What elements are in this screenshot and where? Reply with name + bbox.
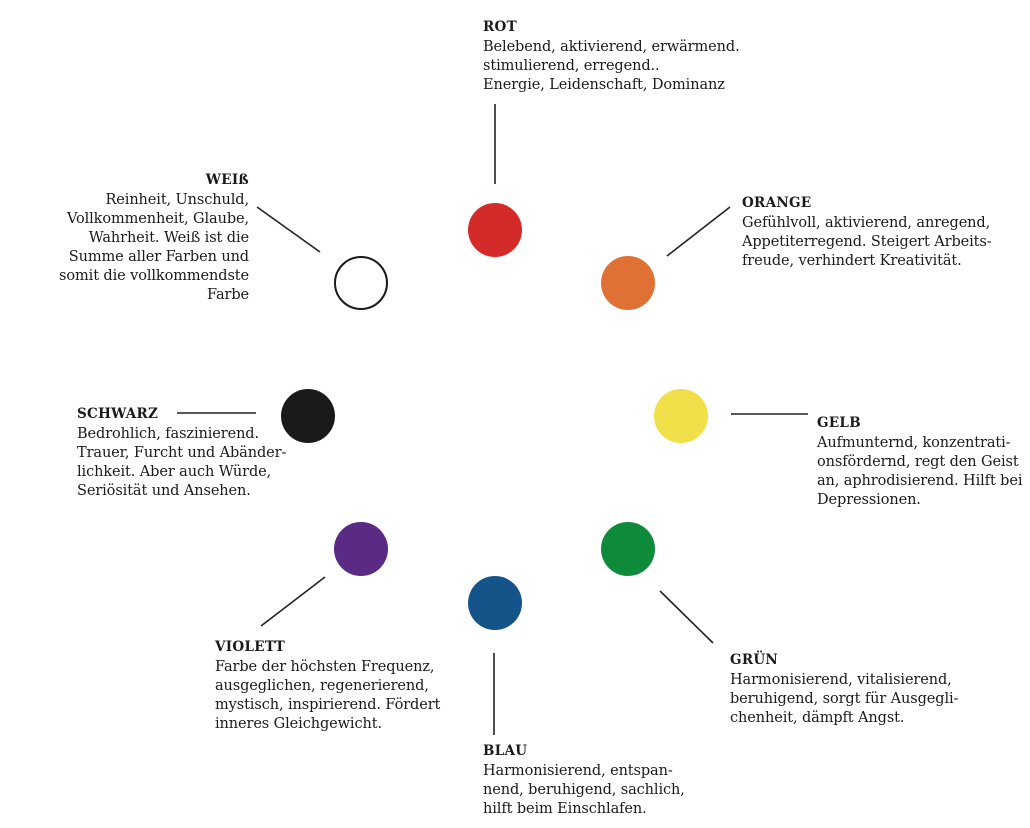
label-orange-line: freude, verhindert Kreativität. <box>742 253 962 269</box>
label-rot-title: ROT <box>483 19 517 35</box>
color-dot-orange <box>601 256 655 310</box>
label-violett: VIOLETT Farbe der höchsten Frequenz, aus… <box>215 638 440 734</box>
label-violett-line: Farbe der höchsten Frequenz, <box>215 659 435 675</box>
color-dot-gruen <box>601 522 655 576</box>
label-blau-line: hilft beim Einschlafen. <box>483 801 647 817</box>
color-dot-rot <box>468 203 522 257</box>
label-violett-title: VIOLETT <box>215 639 286 655</box>
label-gruen-line: Harmonisierend, vitalisierend, <box>730 672 952 688</box>
label-weiss-line: somit die vollkommendste <box>59 268 249 284</box>
connector-orange <box>666 206 731 257</box>
label-schwarz-line: Trauer, Furcht und Abänder- <box>77 445 287 461</box>
label-schwarz-title: SCHWARZ <box>77 406 159 422</box>
label-weiss-line: Summe aller Farben und <box>68 249 249 265</box>
connector-violett <box>260 576 326 627</box>
label-weiss-line: Reinheit, Unschuld, <box>105 192 249 208</box>
label-orange-title: ORANGE <box>742 195 812 211</box>
color-dot-blau <box>468 576 522 630</box>
connector-gruen <box>659 590 714 644</box>
label-orange-line: Appetiterregend. Steigert Arbeits- <box>742 234 992 250</box>
label-gelb-line: Aufmunternd, konzentrati- <box>817 435 1011 451</box>
label-orange-line: Gefühlvoll, aktivierend, anregend, <box>742 215 991 231</box>
label-blau-line: Harmonisierend, entspan- <box>483 763 673 779</box>
label-gelb-line: Depressionen. <box>817 492 921 508</box>
label-rot: ROT Belebend, aktivierend, erwärmend. st… <box>483 18 740 95</box>
label-gelb-title: GELB <box>817 415 861 431</box>
label-violett-line: inneres Gleichgewicht. <box>215 716 382 732</box>
label-gruen-line: beruhigend, sorgt für Ausgegli- <box>730 691 959 707</box>
label-gelb-line: an, aphrodisierend. Hilft bei <box>817 473 1023 489</box>
label-blau-title: BLAU <box>483 743 528 759</box>
label-schwarz-line: Seriösität und Ansehen. <box>77 483 251 499</box>
label-gelb: GELB Aufmunternd, konzentrati- onsförder… <box>817 414 1022 510</box>
label-gelb-line: onsfördernd, regt den Geist <box>817 454 1019 470</box>
label-blau: BLAU Harmonisierend, entspan- nend, beru… <box>483 742 685 819</box>
label-weiss-line: Vollkommenheit, Glaube, <box>66 211 249 227</box>
label-weiss-title: WEIß <box>205 172 249 188</box>
label-schwarz: SCHWARZ Bedrohlich, faszinierend. Trauer… <box>77 405 286 501</box>
label-violett-line: mystisch, inspirierend. Fördert <box>215 697 441 713</box>
label-weiss-line: Wahrheit. Weiß ist die <box>88 230 249 246</box>
label-blau-line: nend, beruhigend, sachlich, <box>483 782 685 798</box>
color-dot-weiss <box>334 256 388 310</box>
label-orange: ORANGE Gefühlvoll, aktivierend, anregend… <box>742 194 992 271</box>
label-weiss-line: Farbe <box>206 287 249 303</box>
label-violett-line: ausgeglichen, regenerierend, <box>215 678 429 694</box>
label-rot-line: Belebend, aktivierend, erwärmend. <box>483 39 740 55</box>
label-weiss: WEIß Reinheit, Unschuld, Vollkommenheit,… <box>49 171 249 305</box>
label-schwarz-line: lichkeit. Aber auch Würde, <box>77 464 272 480</box>
connector-weiss <box>256 206 321 253</box>
label-schwarz-line: Bedrohlich, faszinierend. <box>77 426 259 442</box>
label-rot-line: stimulierend, erregend.. <box>483 58 660 74</box>
color-dot-gelb <box>654 389 708 443</box>
color-dot-violett <box>334 522 388 576</box>
label-gruen-line: chenheit, dämpft Angst. <box>730 710 905 726</box>
label-gruen-title: GRÜN <box>730 652 779 668</box>
label-gruen: GRÜN Harmonisierend, vitalisierend, beru… <box>730 651 958 728</box>
label-rot-line: Energie, Leidenschaft, Dominanz <box>483 77 725 93</box>
color-dot-schwarz <box>281 389 335 443</box>
